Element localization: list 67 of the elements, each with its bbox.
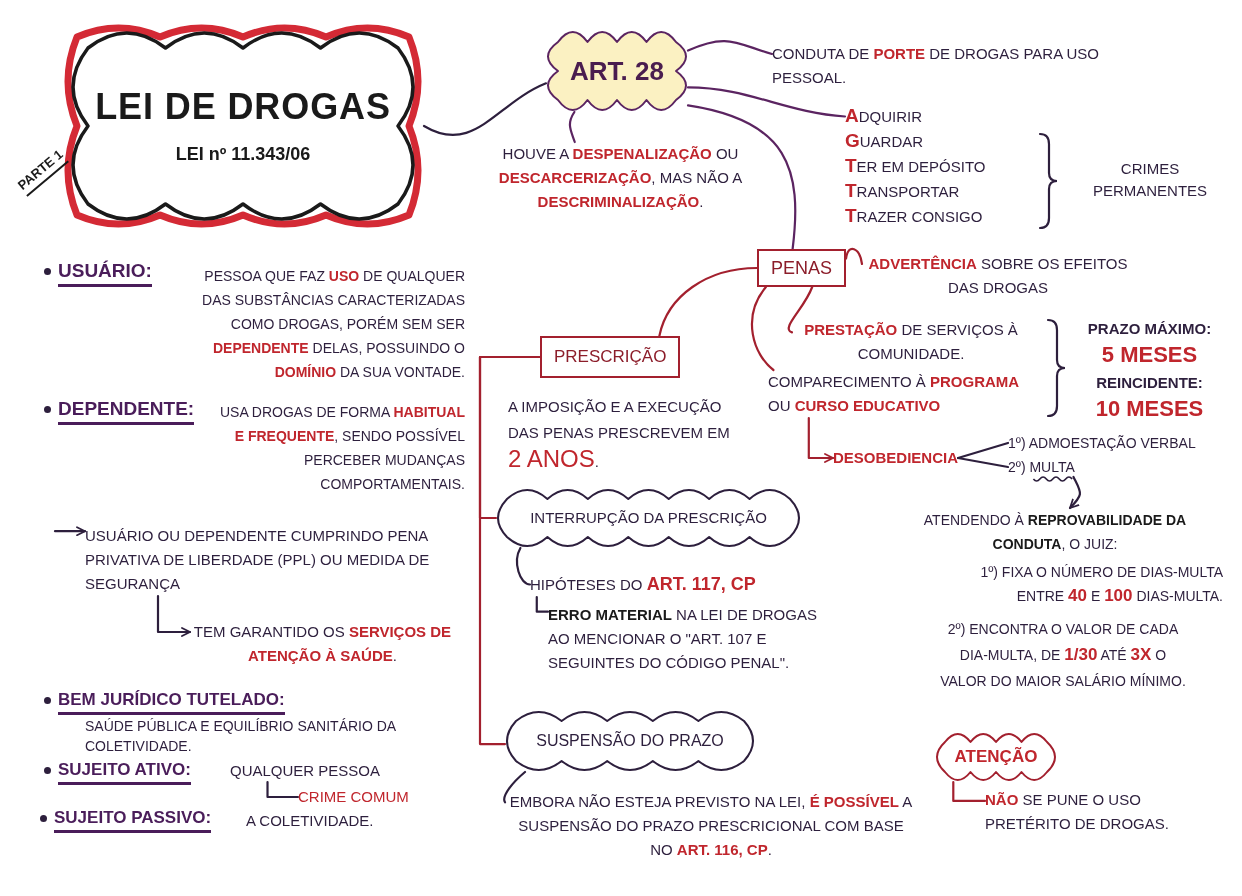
note-text: A IMPOSIÇÃO E A EXECUÇÃO DAS PENAS PRESCREVEM EM 2 ANOS.	[508, 397, 731, 474]
connector-line	[787, 285, 814, 334]
term-heading: USUÁRIO:	[58, 258, 152, 287]
highlight-text: 5 MESES	[1100, 341, 1199, 369]
note-text: PRAZO MÁXIMO:	[1086, 319, 1213, 339]
arrow	[1068, 475, 1082, 510]
note-text: REINCIDENTE:	[1095, 373, 1204, 393]
branch-text: PRESTAÇÃO DE SERVIÇOS À COMUNIDADE.	[792, 318, 1030, 366]
connector-line	[568, 110, 576, 144]
definition-text: PESSOA QUE FAZ USO DE QUALQUER DAS SUBSTÂNCIAS CARACTERIZADAS COMO DROGAS, PORÉM SEM SER DEPENDENTE DELAS, POSSUINDO O DOMÍNIO DA SUA VONTADE.	[201, 267, 465, 382]
topic-cloud: ART. 28	[546, 30, 688, 112]
note-text: QUALQUER PESSOA	[230, 760, 381, 782]
connector-line	[503, 770, 527, 804]
subtitle-text: LEI nº 11.343/06	[175, 143, 311, 166]
arrow	[53, 526, 87, 537]
term-heading: BEM JURÍDICO TUTELADO:	[58, 688, 285, 715]
note-text: CONDUTA DE PORTE DE DROGAS PARA USO PESSOAL.	[772, 42, 1107, 90]
note-text: ERRO MATERIAL NA LEI DE DROGAS AO MENCIONAR O "ART. 107 E SEGUINTES DO CÓDIGO PENAL".	[548, 603, 818, 675]
title-text: LEI DE DROGAS	[95, 85, 391, 129]
callout-cloud: ATENÇÃO	[935, 732, 1057, 782]
note-text: TEM GARANTIDO OS SERVIÇOS DE ATENÇÃO À SAÚDE.	[190, 620, 455, 668]
connector-line	[686, 86, 847, 118]
branch-text: COMPARECIMENTO À PROGRAMA OU CURSO EDUCATIVO	[768, 370, 1040, 418]
list-item: ADQUIRIR	[845, 104, 924, 128]
connector-line	[516, 546, 532, 586]
connector-line	[952, 780, 987, 803]
term-heading: SUJEITO ATIVO:	[58, 758, 191, 785]
topic-box: PRESCRIÇÃO	[540, 336, 681, 378]
definition-text: USA DROGAS DE FORMA HABITUAL E FREQUENTE, SENDO POSSÍVEL PERCEBER MUDANÇAS COMPORTAMENTAIS.	[218, 403, 465, 494]
note-text: CRIME COMUM	[298, 786, 409, 808]
list-item: TRANSPORTAR	[845, 179, 961, 203]
connector-line	[956, 456, 1010, 469]
definition-text: SAÚDE PÚBLICA E EQUILÍBRIO SANITÁRIO DA COLETIVIDADE.	[85, 717, 397, 756]
topic-box: PENAS	[757, 249, 847, 287]
connector-line	[956, 441, 1010, 460]
option-text: 1º) ADMOESTAÇÃO VERBAL	[1008, 433, 1196, 453]
subtopic-cloud: SUSPENSÃO DO PRAZO	[505, 710, 755, 772]
step-text: 1º) FIXA O NÚMERO DE DIAS-MULTA ENTRE 40 E 100 DIAS-MULTA.	[979, 563, 1223, 607]
note-text: EMBORA NÃO ESTEJA PREVISTO NA LEI, É POSSÍVEL A SUSPENSÃO DO PRAZO PRESCRICIONAL COM BASE NO ART. 116, CP.	[505, 790, 917, 862]
note-text: USUÁRIO OU DEPENDENTE CUMPRINDO PENA PRIVATIVA DE LIBERDADE (PPL) OU MEDIDA DE SEGURANÇA	[85, 524, 450, 596]
connector-line	[658, 266, 759, 338]
term-heading: SUJEITO PASSIVO:	[54, 806, 212, 833]
definition-text: A COLETIVIDADE.	[246, 811, 374, 831]
option-text: 2º) MULTA	[1008, 457, 1075, 477]
connector-line	[686, 104, 797, 251]
connector-line	[266, 780, 300, 799]
note-text: HIPÓTESES DO ART. 117, CP	[530, 572, 756, 597]
term-heading: DEPENDENTE:	[58, 396, 195, 425]
connector-line	[535, 595, 550, 613]
highlight-text: 10 MESES	[1094, 395, 1205, 423]
step-text: 2º) ENCONTRA O VALOR DE CADA DIA-MULTA, DE 1/30 ATÉ 3X O VALOR DO MAIOR SALÁRIO MÍNIMO.	[939, 620, 1187, 691]
title-cloud	[62, 22, 424, 230]
arrow	[807, 416, 835, 463]
arrow	[156, 594, 192, 637]
note-text: CRIMES PERMANENTES	[1091, 159, 1209, 201]
list-item: TER EM DEPÓSITO	[845, 154, 987, 178]
connector-line	[422, 82, 548, 136]
note-text: HOUVE A DESPENALIZAÇÃO OU DESCARCERIZAÇÃO, MAS NÃO A DESCRIMINALIZAÇÃO.	[468, 142, 773, 214]
connector-line	[686, 40, 774, 56]
list-item: TRAZER CONSIGO	[845, 204, 984, 228]
branch-text: ADVERTÊNCIA SOBRE OS EFEITOS DAS DROGAS	[862, 252, 1134, 300]
branch-text: DESOBEDIENCIA	[833, 447, 959, 469]
list-item: GUARDAR	[845, 129, 925, 153]
note-text: ATENDENDO À REPROVABILIDADE DA CONDUTA, O JUIZ:	[905, 508, 1205, 556]
subtopic-cloud: INTERRUPÇÃO DA PRESCRIÇÃO	[496, 488, 801, 548]
note-text: NÃO SE PUNE O USO PRETÉRITO DE DROGAS.	[985, 788, 1217, 836]
connector-line	[750, 285, 775, 372]
